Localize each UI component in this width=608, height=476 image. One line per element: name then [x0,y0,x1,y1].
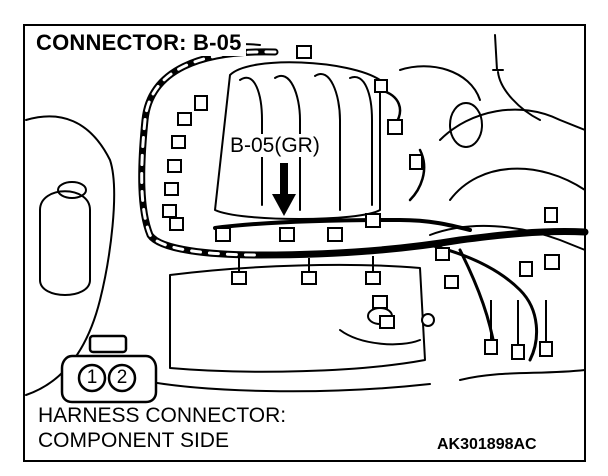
connector-lower-3 [365,271,381,285]
air-hose-lower [449,167,586,201]
sensor-stem [492,34,541,121]
air-hose [439,108,586,141]
figure-code: AK301898AC [437,436,537,453]
connector-title: CONNECTOR: B-05 [34,32,246,56]
connector-injector-1 [215,227,231,242]
connector-lead [194,95,208,111]
bottom-right-body [459,369,586,381]
connector-right-6 [372,295,388,309]
right-panel [429,224,586,251]
connector-cluster-4 [519,261,533,277]
intake-runner-2 [274,74,301,211]
connector-lower-1 [231,271,247,285]
hose-clamp [449,102,483,148]
pin-2-socket [107,363,137,393]
ground-eyelet [421,313,435,327]
connector-right-2 [387,119,403,135]
intake-runner-3 [314,73,341,211]
connector-cluster-6 [544,207,558,223]
connector-latch [88,334,128,354]
engine-lower-edge [139,379,431,393]
connector-cluster-5 [544,254,560,270]
callout-arrowhead [272,194,296,216]
engine-lower-body [169,263,426,373]
connector-left-3 [167,159,182,173]
lower-connector-leads [238,256,374,272]
connector-right-1 [374,79,388,93]
connector-right-5 [444,275,459,289]
pin-1-label: 1 [86,367,98,388]
view-caption-line-2: COMPONENT SIDE [38,429,229,452]
right-upper-shape [399,65,481,101]
connector-lower-2 [301,271,317,285]
connector-cluster-3 [539,341,553,357]
connector-cluster-2 [511,344,525,360]
harness-tape [140,50,277,257]
connector-injector-4 [365,213,381,228]
connector-right-7 [379,315,395,329]
intake-runner-1 [239,76,263,206]
connector-left-6 [169,217,184,231]
pin-2-label: 2 [116,367,128,388]
connector-face-view [60,334,158,404]
cluster-leads [490,300,547,345]
connector-left-4 [164,182,179,196]
connector-top [296,45,312,59]
engine-cylinder [39,190,91,296]
connector-left-5 [162,204,177,218]
connector-right-3 [409,154,423,170]
connector-cluster-1 [484,339,498,355]
engine-port [57,181,87,199]
connector-left-2 [171,135,186,149]
connector-right-4 [435,247,450,261]
connector-injector-3 [327,227,343,242]
connector-callout-label: B-05(GR) [228,134,322,157]
connector-b05 [279,227,295,242]
view-caption-line-1: HARNESS CONNECTOR: [38,404,287,427]
connector-left-1 [177,112,192,126]
intake-runner-4 [349,76,373,206]
pin-1-socket [77,363,107,393]
intake-manifold [214,61,381,220]
engine-bracket [339,329,421,346]
